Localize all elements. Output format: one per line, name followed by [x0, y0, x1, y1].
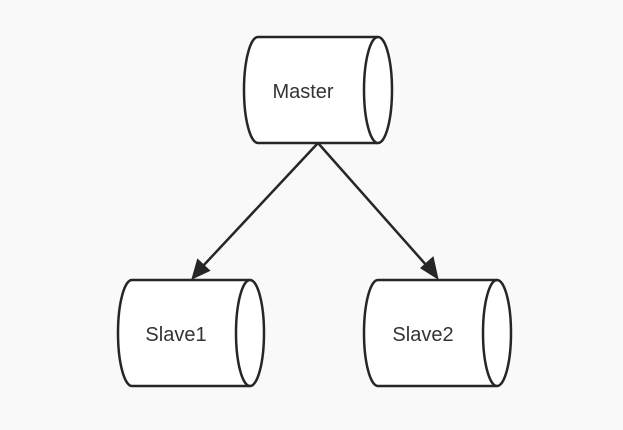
arrowhead-slave2: [419, 256, 439, 281]
slave1-cylinder-face: [234, 278, 251, 388]
edge-line-master-slave2: [317, 142, 428, 267]
slave2-node: Slave2: [362, 278, 513, 388]
edge-master-to-slave1: [191, 142, 319, 280]
edge-line-master-slave1: [202, 142, 319, 267]
slave2-cylinder-face: [481, 278, 498, 388]
slave1-node: Slave1: [116, 278, 266, 388]
edge-master-to-slave2: [317, 142, 439, 281]
slave1-label: Slave1: [145, 324, 206, 346]
arrowhead-slave1: [191, 258, 211, 280]
master-cylinder-face: [362, 35, 379, 145]
master-label: Master: [272, 81, 333, 103]
master-node: Master: [242, 35, 394, 145]
slave2-label: Slave2: [392, 324, 453, 346]
